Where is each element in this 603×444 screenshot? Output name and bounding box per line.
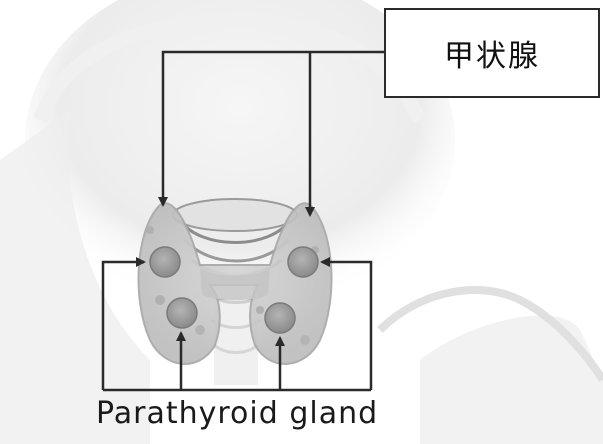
thyroid-label-box: 甲状腺 xyxy=(384,8,600,98)
parathyroid-caption: Parathyroid gland xyxy=(96,396,416,440)
thyroid-label: 甲状腺 xyxy=(444,31,540,75)
parathyroid-lower-left xyxy=(167,298,197,328)
parathyroid-upper-right xyxy=(288,247,318,277)
parathyroid-upper-left xyxy=(150,247,180,277)
parathyroid-lower-right xyxy=(265,303,295,333)
